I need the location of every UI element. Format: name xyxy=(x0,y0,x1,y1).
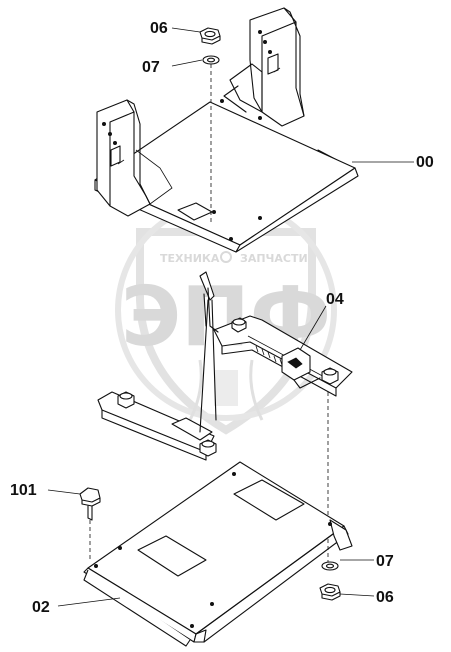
seat-bracket-upper xyxy=(94,7,359,253)
callout-07-bottom: 07 xyxy=(376,553,394,570)
hex-bolt xyxy=(79,487,101,560)
callout-06-bottom: 06 xyxy=(376,589,394,606)
watermark-right-word: ЗАПЧАСТИ xyxy=(240,252,308,265)
leader-lines xyxy=(47,27,414,607)
watermark-gear-icon xyxy=(220,251,232,263)
callout-07-top: 07 xyxy=(142,59,160,76)
nut-bottom xyxy=(319,583,341,601)
callout-06-top: 06 xyxy=(150,20,168,37)
washer-bottom xyxy=(321,561,339,571)
slide-rail-assembly xyxy=(97,271,353,461)
washer-top xyxy=(202,55,220,65)
nut-top xyxy=(199,27,221,45)
watermark-left-word: ТЕХНИКА xyxy=(160,252,220,265)
base-plate xyxy=(83,461,353,647)
callout-04: 04 xyxy=(326,291,344,308)
callout-02: 02 xyxy=(32,599,50,616)
callout-101: 101 xyxy=(10,482,37,499)
callout-00: 00 xyxy=(416,154,434,171)
watermark-wheat-icon xyxy=(188,359,264,421)
